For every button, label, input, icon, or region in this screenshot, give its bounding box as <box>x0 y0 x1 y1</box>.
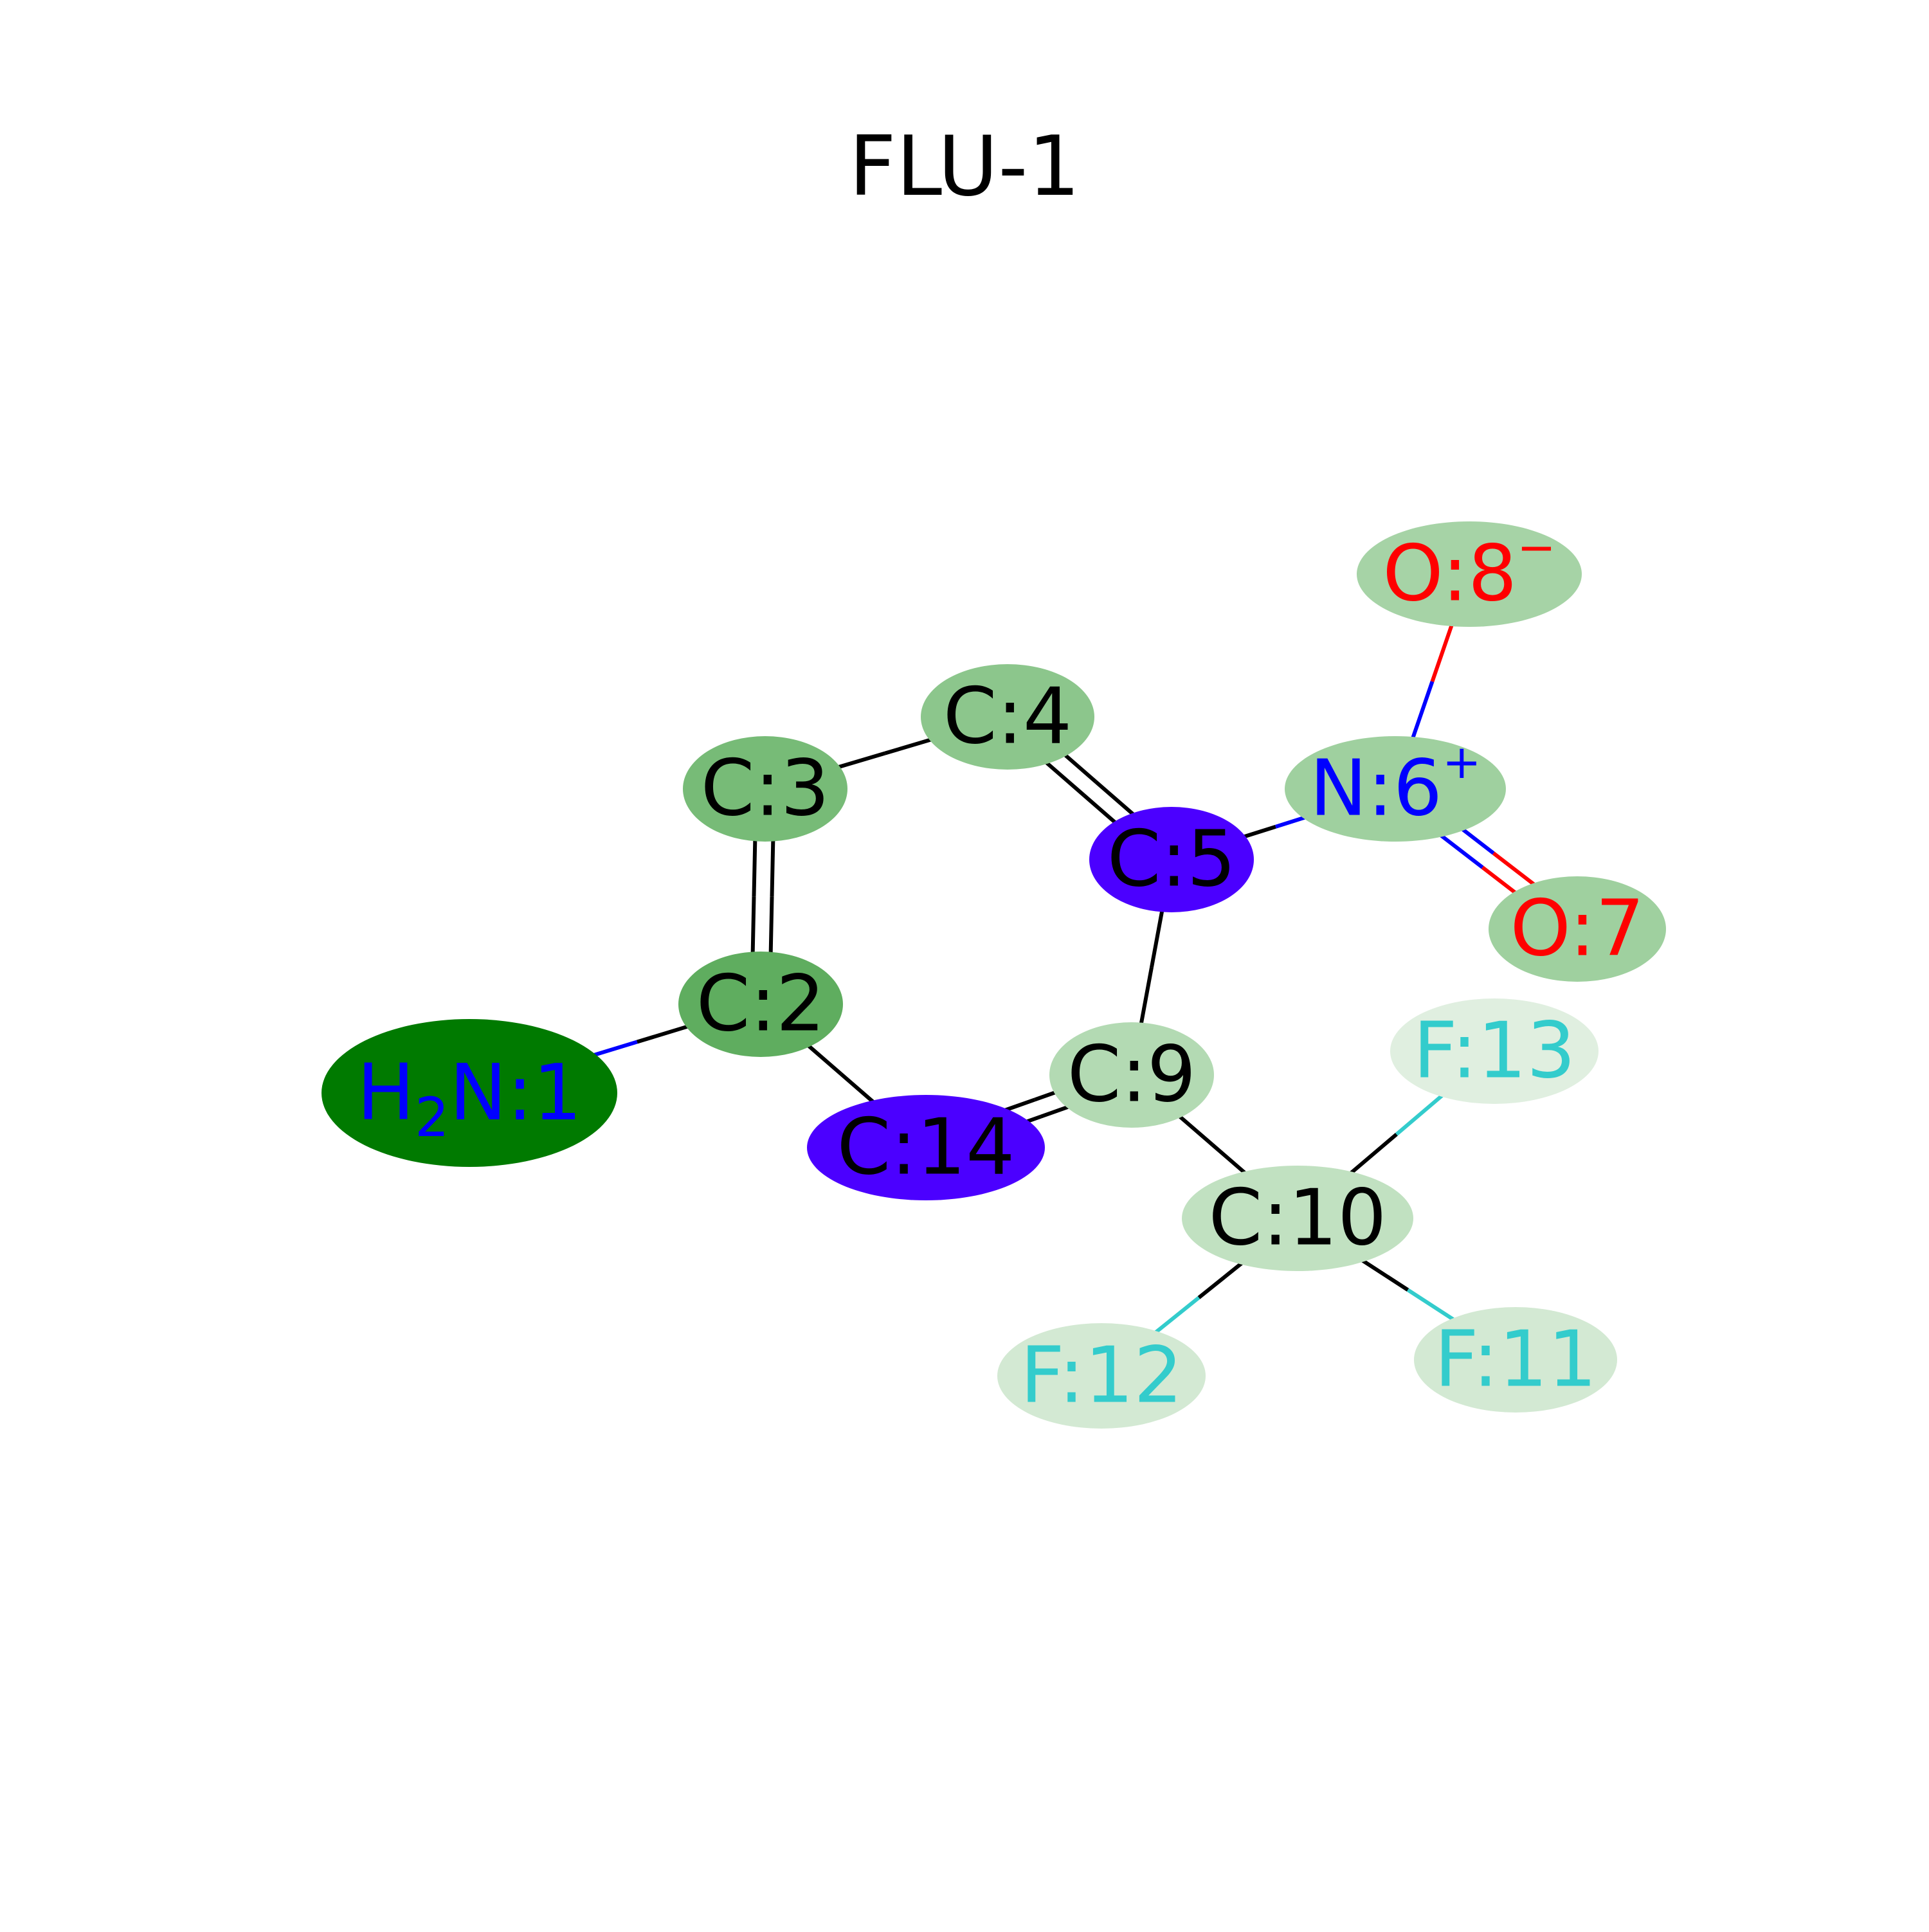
atom-label: C:5 <box>1107 815 1236 905</box>
atom-c4: C:4 <box>921 664 1094 770</box>
atom-halo <box>1285 736 1506 842</box>
atom-f12: F:12 <box>997 1323 1206 1429</box>
atom-halo <box>807 1095 1045 1200</box>
atom-halo <box>997 1323 1206 1429</box>
bond-half <box>1150 903 1166 968</box>
atom-label: F:12 <box>1020 1332 1183 1421</box>
atom-halo <box>1089 807 1254 912</box>
atom-label: C:10 <box>1209 1174 1387 1263</box>
atom-label: F:11 <box>1435 1315 1597 1405</box>
bond-half <box>1438 832 1484 869</box>
atom-f13: F:13 <box>1390 998 1598 1104</box>
atom-label: C:4 <box>943 673 1073 762</box>
bond-half <box>1147 1296 1200 1340</box>
bond-half <box>1042 759 1085 797</box>
atom-halo <box>1414 1307 1617 1413</box>
atom-o7: O:7 <box>1489 876 1666 982</box>
atom-halo <box>921 664 1094 770</box>
atom-halo <box>1357 521 1582 627</box>
bond-half <box>1137 966 1154 1031</box>
bond-half <box>1492 851 1538 889</box>
bond-half <box>1408 681 1435 746</box>
atom-halo <box>678 952 843 1057</box>
atom-halo <box>322 1019 617 1167</box>
bond-c10-f11 <box>1353 1253 1463 1327</box>
atom-o8: O:8− <box>1357 520 1582 627</box>
atom-label: C:14 <box>837 1103 1015 1193</box>
atom-c2: C:2 <box>678 952 843 1057</box>
bond-half <box>770 833 775 897</box>
bond-half <box>752 833 757 897</box>
atom-label: O:7 <box>1510 885 1644 974</box>
atom-halo <box>1390 998 1598 1104</box>
bond-c2-c3 <box>750 833 775 960</box>
bond-n6-o8 <box>1408 617 1456 746</box>
atom-label: F:13 <box>1413 1007 1576 1096</box>
atoms-layer: H2N:1 C:2 C:3 C:4C:5 N:6+ O:7 O:8− C:9C:10F:11 F… <box>322 520 1666 1429</box>
bond-half <box>1395 1088 1451 1136</box>
bond-half <box>768 896 774 960</box>
atom-label: N:6+ <box>1310 735 1481 834</box>
bond-c14-c2 <box>801 1038 882 1110</box>
bond-c3-c4 <box>828 734 942 772</box>
atom-halo <box>1489 876 1666 982</box>
bond-c10-f12 <box>1147 1256 1251 1340</box>
atom-c3: C:3 <box>683 736 847 842</box>
bond-half <box>1430 617 1456 682</box>
atom-c14: C:14 <box>807 1095 1045 1200</box>
bond-half <box>1343 1132 1398 1180</box>
atom-c9: C:9 <box>1049 1022 1214 1128</box>
atom-c10: C:10 <box>1182 1166 1413 1271</box>
bond-half <box>1094 780 1137 818</box>
atom-n1: H2N:1 <box>322 1019 617 1167</box>
bond-c5-c9 <box>1137 903 1166 1031</box>
atom-n6: N:6+ <box>1285 735 1506 842</box>
atom-halo <box>1049 1022 1214 1128</box>
atom-label: C:2 <box>696 960 826 1049</box>
atom-label: C:9 <box>1067 1031 1197 1120</box>
atom-c5: C:5 <box>1089 807 1254 912</box>
atom-label: C:3 <box>701 745 830 834</box>
figure-title: FLU-1 <box>849 119 1080 215</box>
bond-c10-f13 <box>1343 1088 1451 1180</box>
atom-halo <box>683 736 847 842</box>
atom-halo <box>1182 1166 1413 1271</box>
bond-half <box>750 896 756 960</box>
atom-label: H2N:1 <box>357 1049 582 1150</box>
bond-c9-c10 <box>1172 1109 1253 1180</box>
atom-f11: F:11 <box>1414 1307 1617 1413</box>
